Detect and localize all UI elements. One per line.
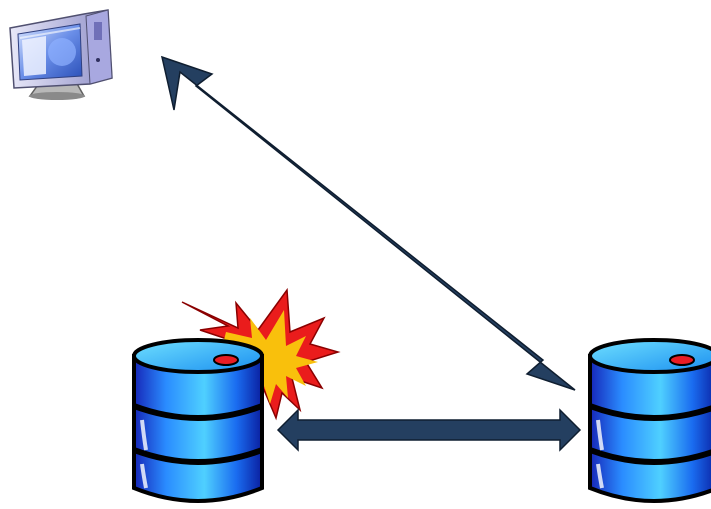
database-replica-icon: [588, 338, 711, 503]
link-primary-replica-arrow: [276, 408, 582, 452]
computer-monitor-icon: [9, 9, 113, 100]
database-primary-icon: [132, 338, 264, 503]
link-client-replica-arrow: [160, 55, 576, 391]
